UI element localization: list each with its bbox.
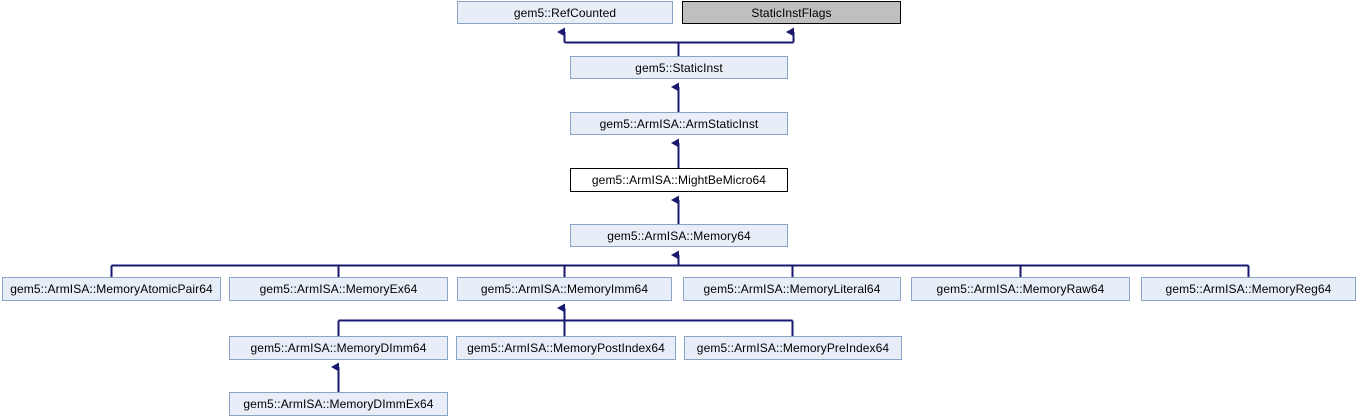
node-label: gem5::ArmISA::MemoryDImm64 [250, 341, 427, 355]
node-label: gem5::ArmISA::ArmStaticInst [599, 116, 759, 131]
node-label: gem5::StaticInst [635, 60, 723, 75]
node-staticinstflags[interactable]: StaticInstFlags [682, 1, 901, 24]
node-gem5-armisa-memorydimmex64[interactable]: gem5::ArmISA::MemoryDImmEx64 [229, 392, 448, 416]
node-gem5-armisa-memoryraw64[interactable]: gem5::ArmISA::MemoryRaw64 [911, 277, 1130, 301]
node-gem5-armisa-memorydimm64[interactable]: gem5::ArmISA::MemoryDImm64 [229, 336, 448, 360]
node-label: gem5::ArmISA::MightBeMicro64 [591, 173, 767, 187]
node-label: gem5::ArmISA::MemoryImm64 [480, 282, 649, 296]
node-label: gem5::ArmISA::MemoryPostIndex64 [467, 341, 665, 355]
edge-refcounted-to-staticinst [557, 27, 679, 44]
node-gem5-armisa-armstaticinst[interactable]: gem5::ArmISA::ArmStaticInst [570, 112, 788, 135]
node-gem5-armisa-memoryatomicpair64[interactable]: gem5::ArmISA::MemoryAtomicPair64 [2, 277, 221, 301]
node-gem5-armisa-memorypostindex64[interactable]: gem5::ArmISA::MemoryPostIndex64 [456, 336, 676, 360]
node-gem5-armisa-memoryimm64[interactable]: gem5::ArmISA::MemoryImm64 [457, 277, 672, 301]
node-label: gem5::ArmISA::MemoryLiteral64 [703, 282, 881, 296]
node-gem5-armisa-memoryliteral64[interactable]: gem5::ArmISA::MemoryLiteral64 [683, 277, 901, 301]
node-gem5-armisa-mightbemicro64[interactable]: gem5::ArmISA::MightBeMicro64 [570, 168, 788, 192]
node-label: StaticInstFlags [751, 5, 832, 20]
node-gem5-armisa-memory64[interactable]: gem5::ArmISA::Memory64 [570, 224, 788, 247]
node-gem5-armisa-memoryreg64[interactable]: gem5::ArmISA::MemoryReg64 [1141, 277, 1356, 301]
node-label: gem5::ArmISA::MemoryAtomicPair64 [10, 282, 213, 296]
node-gem5-refcounted[interactable]: gem5::RefCounted [457, 1, 673, 24]
node-label: gem5::ArmISA::Memory64 [607, 228, 751, 243]
node-label: gem5::ArmISA::MemoryRaw64 [936, 282, 1105, 296]
node-label: gem5::RefCounted [513, 5, 617, 20]
node-gem5-armisa-memoryex64[interactable]: gem5::ArmISA::MemoryEx64 [229, 277, 448, 301]
node-gem5-staticinst[interactable]: gem5::StaticInst [570, 56, 788, 79]
node-label: gem5::ArmISA::MemoryReg64 [1165, 282, 1332, 296]
node-gem5-armisa-memorypreindex64[interactable]: gem5::ArmISA::MemoryPreIndex64 [684, 336, 902, 360]
node-label: gem5::ArmISA::MemoryDImmEx64 [243, 397, 434, 411]
node-label: gem5::ArmISA::MemoryPreIndex64 [696, 341, 890, 355]
edge-staticinstflags-to-staticinst [678, 27, 795, 44]
node-label: gem5::ArmISA::MemoryEx64 [259, 282, 418, 296]
